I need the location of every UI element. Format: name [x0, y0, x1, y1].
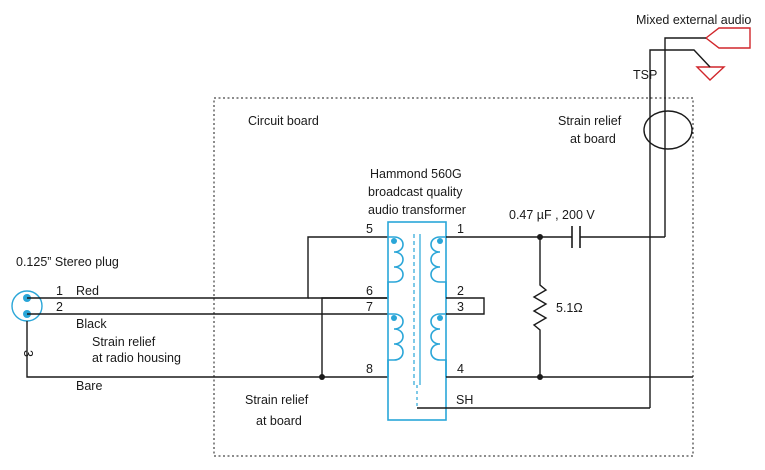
tsp-shield-wire [649, 49, 711, 408]
pin2-pin3-link [446, 297, 485, 315]
pin-4-label: 4 [457, 362, 464, 376]
transformer-label-line2: broadcast quality [368, 185, 463, 199]
pin-3-label: 3 [457, 300, 464, 314]
strain-relief-top [643, 110, 693, 150]
strain-relief-board-top-line2: at board [570, 132, 616, 146]
ground-symbol [695, 66, 726, 81]
pin-5-label: 5 [366, 222, 373, 236]
secondary-winding-top [430, 236, 447, 298]
primary-dot-bottom [391, 315, 397, 321]
stereo-plug-label: 0.125” Stereo plug [16, 255, 119, 269]
primary-winding-bottom [387, 313, 404, 377]
pin-1-label: 1 [457, 222, 464, 236]
plug-pin-1-label: 1 [56, 284, 63, 298]
pin-sh-label: SH [456, 393, 473, 407]
pin-7-label: 7 [366, 300, 373, 314]
circuit-board-boundary [213, 97, 694, 457]
strain-relief-board-bottom-line2: at board [256, 414, 302, 428]
junction-pin4 [537, 374, 543, 380]
primary-winding-top [387, 236, 404, 298]
tsp-label: TSP [633, 68, 657, 82]
pin7-to-pin8-link [321, 297, 388, 377]
strain-relief-board-bottom-line1: Strain relief [245, 393, 309, 407]
tsp-tip-wire [664, 37, 706, 237]
strain-relief-board-top-line1: Strain relief [558, 114, 622, 128]
secondary-dot-bottom [437, 315, 443, 321]
pin-2-label: 2 [457, 284, 464, 298]
resistor-label: 5.1Ω [556, 301, 583, 315]
red-wire [27, 236, 388, 299]
secondary-dot-top [437, 238, 443, 244]
pin-8-label: 8 [366, 362, 373, 376]
strain-relief-radio-line2: at radio housing [92, 351, 181, 365]
circuit-board-label: Circuit board [248, 114, 319, 128]
red-label: Red [76, 284, 99, 298]
primary-dot-top [391, 238, 397, 244]
pin-6-label: 6 [366, 284, 373, 298]
output-connector-symbol [704, 27, 751, 49]
junction-pin8 [319, 374, 325, 380]
black-label: Black [76, 317, 107, 331]
strain-relief-radio-line1: Strain relief [92, 335, 156, 349]
secondary-winding-bottom [430, 313, 447, 377]
transformer-label-line3: audio transformer [368, 203, 466, 217]
mixed-external-audio-label: Mixed external audio [636, 13, 751, 27]
plug-pin-2-label: 2 [56, 300, 63, 314]
plug-pin-3-label: 3 [21, 350, 35, 357]
capacitor-label: 0.47 µF , 200 V [509, 208, 595, 222]
transformer-label-line1: Hammond 560G [370, 167, 462, 181]
bare-label: Bare [76, 379, 102, 393]
transformer-body [387, 221, 447, 421]
resistor [532, 237, 548, 377]
bare-wire [26, 321, 388, 378]
